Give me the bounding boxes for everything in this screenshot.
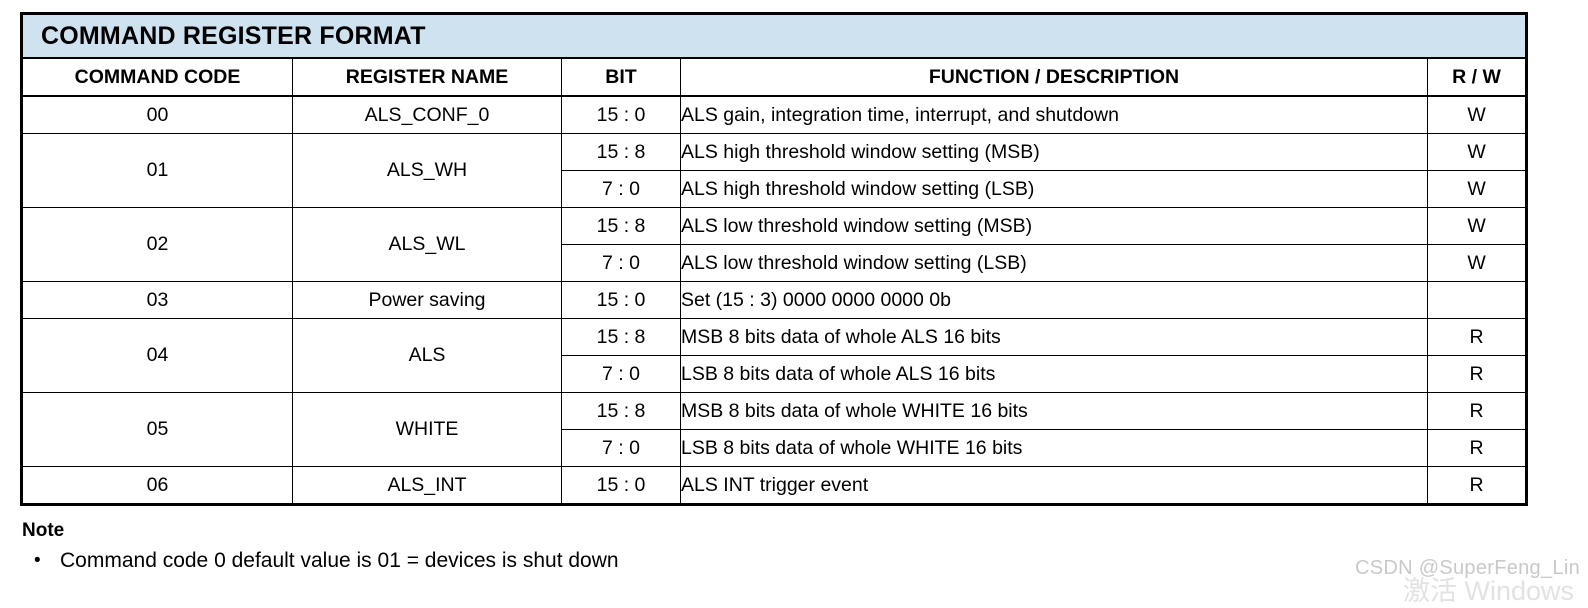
note-section: Note • Command code 0 default value is 0… <box>20 519 1528 575</box>
column-header-bit: BIT <box>561 57 681 97</box>
cell-rw: R <box>1426 466 1528 505</box>
cell-bit: 15 : 0 <box>561 95 681 134</box>
cell-register-name: ALS_INT <box>292 466 562 505</box>
table-row: 05 WHITE 15 : 8 MSB 8 bits data of whole… <box>21 392 1528 467</box>
table-header-row: COMMAND CODE REGISTER NAME BIT FUNCTION … <box>21 57 1528 97</box>
cell-command-code: 04 <box>21 318 293 393</box>
cell-description: MSB 8 bits data of whole WHITE 16 bits <box>680 392 1428 430</box>
table-title: COMMAND REGISTER FORMAT <box>41 22 426 50</box>
cell-description: Set (15 : 3) 0000 0000 0000 0b <box>680 281 1428 319</box>
cell-command-code: 05 <box>21 392 293 467</box>
cell-description: MSB 8 bits data of whole ALS 16 bits <box>680 318 1428 356</box>
cell-description: ALS INT trigger event <box>680 466 1428 505</box>
cell-command-code: 06 <box>21 466 293 505</box>
cell-register-name: ALS <box>292 318 562 393</box>
table-row: 7 : 0 ALS low threshold window setting (… <box>22 244 1528 282</box>
cell-bit: 15 : 8 <box>561 392 681 430</box>
cell-bit: 7 : 0 <box>561 244 681 282</box>
column-header-rw: R / W <box>1426 57 1528 97</box>
note-list-item: • Command code 0 default value is 01 = d… <box>22 547 1528 575</box>
cell-command-code: 03 <box>21 281 293 319</box>
cell-rw: W <box>1426 170 1528 208</box>
table-row: 04 ALS 15 : 8 MSB 8 bits data of whole A… <box>21 318 1528 393</box>
table-row: 7 : 0 LSB 8 bits data of whole WHITE 16 … <box>22 429 1528 467</box>
table-title-cell: COMMAND REGISTER FORMAT <box>21 13 1527 59</box>
note-list-item-text: Command code 0 default value is 01 = dev… <box>60 549 619 572</box>
cell-register-name: Power saving <box>292 281 562 319</box>
cell-bit: 15 : 0 <box>561 281 681 319</box>
bullet-icon: • <box>34 550 41 571</box>
document-body: COMMAND REGISTER FORMAT COMMAND CODE REG… <box>20 12 1529 575</box>
cell-rw: R <box>1426 318 1528 356</box>
cell-rw: R <box>1426 355 1528 393</box>
column-header-function-description: FUNCTION / DESCRIPTION <box>680 57 1428 97</box>
cell-bit: 15 : 8 <box>561 133 681 171</box>
cell-bit: 7 : 0 <box>561 170 681 208</box>
table-row: 00 ALS_CONF_0 15 : 0 ALS gain, integrati… <box>21 95 1528 134</box>
cell-rw: R <box>1426 392 1528 430</box>
cell-rw: W <box>1426 244 1528 282</box>
table-row: 02 ALS_WL 15 : 8 ALS low threshold windo… <box>21 207 1528 282</box>
command-register-format-table: COMMAND REGISTER FORMAT COMMAND CODE REG… <box>20 12 1529 506</box>
cell-description: ALS low threshold window setting (MSB) <box>680 207 1428 245</box>
cell-description: LSB 8 bits data of whole WHITE 16 bits <box>680 429 1428 467</box>
table-row: 7 : 0 LSB 8 bits data of whole ALS 16 bi… <box>22 355 1528 393</box>
cell-bit: 15 : 0 <box>561 466 681 505</box>
cell-command-code: 01 <box>21 133 293 208</box>
table-title-row: COMMAND REGISTER FORMAT <box>21 13 1527 59</box>
cell-register-name: WHITE <box>292 392 562 467</box>
cell-register-name: ALS_WH <box>292 133 562 208</box>
cell-rw: R <box>1426 429 1528 467</box>
table-row: 03 Power saving 15 : 0 Set (15 : 3) 0000… <box>21 281 1528 319</box>
cell-command-code: 02 <box>21 207 293 282</box>
cell-description: ALS low threshold window setting (LSB) <box>680 244 1428 282</box>
column-header-command-code: COMMAND CODE <box>21 57 293 97</box>
cell-description: ALS gain, integration time, interrupt, a… <box>680 95 1428 134</box>
note-list: • Command code 0 default value is 01 = d… <box>22 547 1528 575</box>
column-header-register-name: REGISTER NAME <box>292 57 562 97</box>
cell-bit: 15 : 8 <box>561 318 681 356</box>
cell-command-code: 00 <box>21 95 293 134</box>
cell-description: ALS high threshold window setting (MSB) <box>680 133 1428 171</box>
windows-activation-watermark: 激活 Windows <box>1402 576 1574 606</box>
cell-rw <box>1426 281 1528 319</box>
cell-description: ALS high threshold window setting (LSB) <box>680 170 1428 208</box>
cell-rw: W <box>1426 207 1528 245</box>
csdn-watermark: CSDN @SuperFeng_Lin <box>1355 557 1580 579</box>
cell-bit: 15 : 8 <box>561 207 681 245</box>
cell-bit: 7 : 0 <box>561 355 681 393</box>
cell-bit: 7 : 0 <box>561 429 681 467</box>
cell-rw: W <box>1426 95 1528 134</box>
table-row: 06 ALS_INT 15 : 0 ALS INT trigger event … <box>21 466 1528 505</box>
cell-rw: W <box>1426 133 1528 171</box>
cell-description: LSB 8 bits data of whole ALS 16 bits <box>680 355 1428 393</box>
cell-register-name: ALS_CONF_0 <box>292 95 562 134</box>
table-row: 7 : 0 ALS high threshold window setting … <box>22 170 1528 208</box>
cell-register-name: ALS_WL <box>292 207 562 282</box>
table-row: 01 ALS_WH 15 : 8 ALS high threshold wind… <box>21 133 1528 208</box>
note-title: Note <box>22 520 65 541</box>
